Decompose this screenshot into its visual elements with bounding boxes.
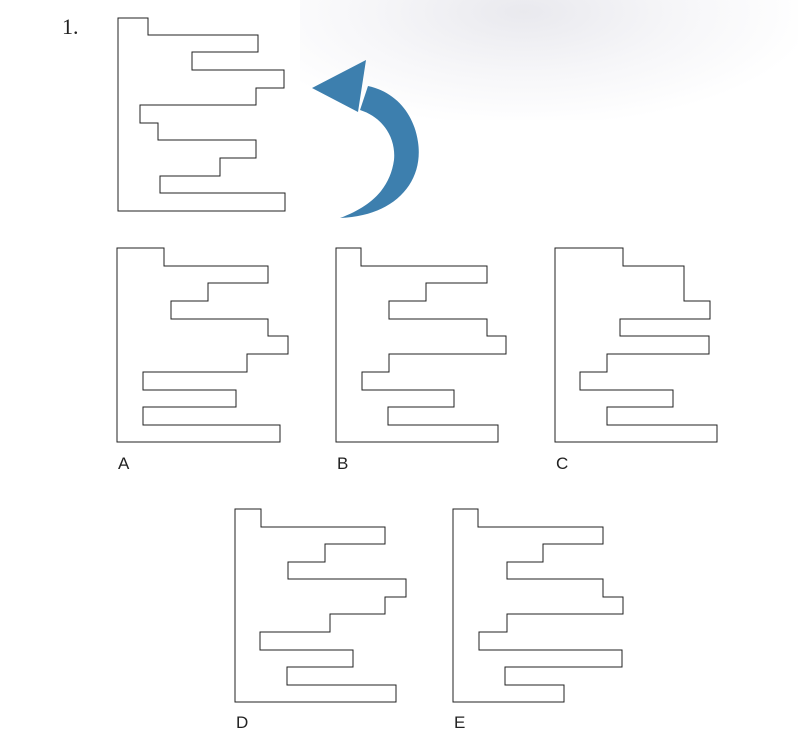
option-c-shape[interactable] [554,247,718,443]
option-d-shape[interactable] [234,508,407,703]
option-b-shape[interactable] [335,247,507,443]
option-e-shape[interactable] [452,508,624,703]
rotate-counterclockwise-arrow-icon [312,60,419,218]
option-label-b[interactable]: B [337,454,349,473]
question-number: 1. [62,14,79,39]
option-a-shape[interactable] [116,247,289,443]
option-label-a[interactable]: A [118,454,130,473]
option-label-e[interactable]: E [454,713,466,732]
option-label-d[interactable]: D [236,713,249,732]
option-label-c[interactable]: C [556,454,569,473]
reference-shape [117,17,286,212]
